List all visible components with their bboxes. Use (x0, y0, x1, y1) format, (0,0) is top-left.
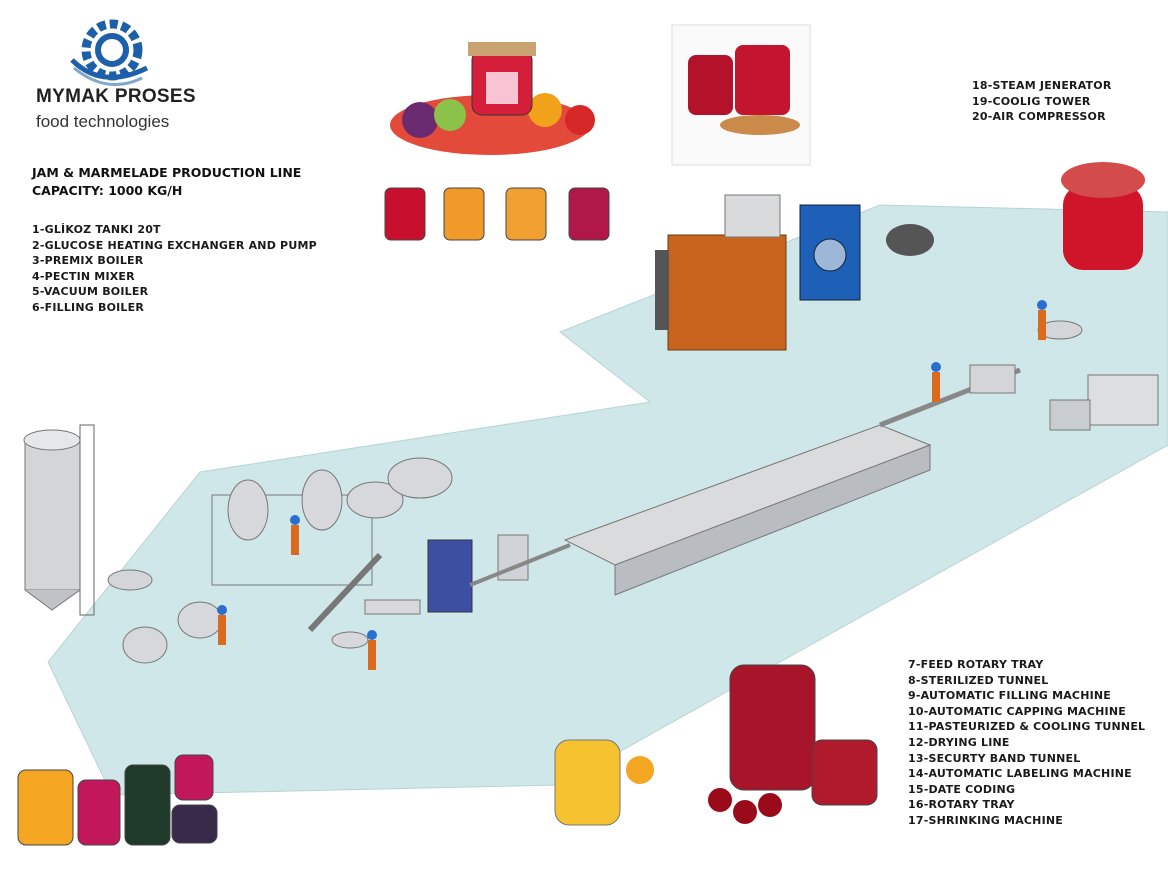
glucose-tank (23, 424, 153, 616)
jars-bottom-left (17, 754, 218, 846)
legend-item: 14-AUTOMATIC LABELING MACHINE (908, 767, 1132, 781)
logo-gear-icon (70, 19, 149, 86)
brand-tagline: food technologies (36, 112, 170, 131)
brand: MYMAK PROSES food technologies (36, 86, 196, 132)
boilers (122, 457, 453, 664)
factory-floor (47, 204, 1168, 796)
utility-equipment (655, 194, 934, 351)
jam-toast-illustration (671, 24, 811, 166)
filling-machines (427, 534, 571, 613)
labeling-line (969, 320, 1159, 431)
line-capacity: CAPACITY: 1000 KG/H (32, 183, 183, 198)
legend-item: 8-STERILIZED TUNNEL (908, 673, 1049, 687)
legend-item: 2-GLUCOSE HEATING EXCHANGER AND PUMP (32, 238, 317, 252)
line-title: JAM & MARMELADE PRODUCTION LINE (32, 165, 302, 180)
legend-item: 5-VACUUM BOILER (32, 285, 149, 299)
legend-item: 12-DRYING LINE (908, 735, 1010, 749)
legend-item: 11-PASTEURIZED & COOLING TUNNEL (908, 720, 1146, 734)
legend-left: 1-GLİKOZ TANKI 20T 2-GLUCOSE HEATING EXC… (32, 222, 317, 316)
workers (217, 300, 1047, 670)
legend-bottom-right: 7-FEED ROTARY TRAY 8-STERILIZED TUNNEL 9… (908, 657, 1145, 829)
page-title: JAM & MARMELADE PRODUCTION LINE CAPACITY… (32, 164, 301, 200)
legend-item: 1-GLİKOZ TANKI 20T (32, 223, 161, 236)
legend-item: 7-FEED ROTARY TRAY (908, 658, 1044, 671)
legend-item: 6-FILLING BOILER (32, 300, 145, 314)
legend-item: 15-DATE CODING (908, 782, 1016, 796)
legend-item: 3-PREMIX BOILER (32, 254, 144, 268)
legend-item: 4-PECTIN MIXER (32, 269, 135, 283)
legend-item: 9-AUTOMATIC FILLING MACHINE (908, 689, 1112, 703)
legend-item: 20-AIR COMPRESSOR (972, 110, 1106, 124)
legend-item: 13-SECURTY BAND TUNNEL (908, 751, 1081, 765)
legend-item: 19-COOLIG TOWER (972, 94, 1091, 108)
legend-item: 10-AUTOMATIC CAPPING MACHINE (908, 704, 1126, 718)
brand-name: MYMAK PROSES (36, 86, 196, 107)
legend-item: 17-SHRINKING MACHINE (908, 813, 1064, 827)
legend-item: 18-STEAM JENERATOR (972, 79, 1112, 92)
pasteurizing-tunnel (563, 367, 1021, 596)
legend-item: 16-ROTARY TRAY (908, 798, 1015, 812)
jars-bottom-center (554, 664, 878, 826)
jar-top-right (1061, 162, 1145, 270)
fruit-jar-illustration (390, 42, 595, 155)
legend-top-right: 18-STEAM JENERATOR 19-COOLIG TOWER 20-AI… (972, 78, 1111, 125)
small-jam-jars (384, 187, 610, 241)
